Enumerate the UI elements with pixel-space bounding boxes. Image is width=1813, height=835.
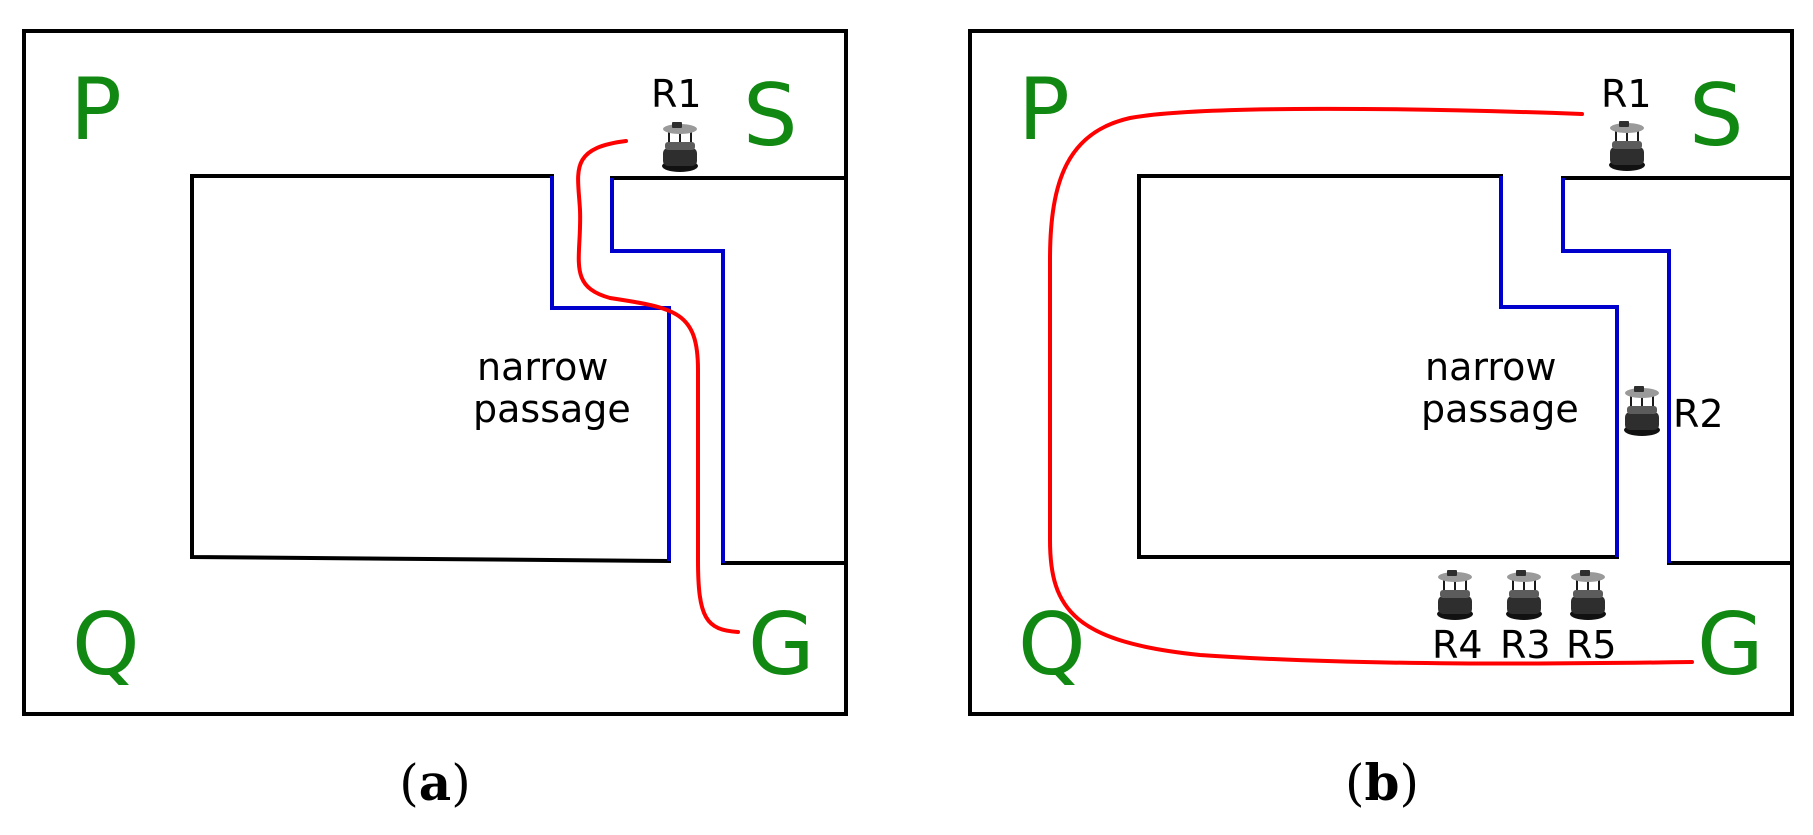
panel-b-caption-close: ) xyxy=(1399,754,1419,812)
panel-a-region-g: G xyxy=(748,595,815,695)
panel-b-caption: (b) xyxy=(1345,753,1419,812)
panel-a-region-s: S xyxy=(743,66,798,166)
panel-b-region-p: P xyxy=(1018,60,1070,160)
panel-a-passage-label-line-1: narrow xyxy=(477,345,608,389)
panel-b-passage-right-wall xyxy=(1561,178,1671,563)
panel-b-robot-r4-label: R4 xyxy=(1432,623,1483,667)
panel-a-border xyxy=(22,29,848,716)
panel-b-passage-left-wall xyxy=(1499,176,1619,557)
panel-b-region-g: G xyxy=(1697,595,1764,695)
panel-b-caption-open: ( xyxy=(1345,754,1365,812)
panel-a-right-block xyxy=(610,176,845,565)
panel-b-robot-r2-icon xyxy=(1623,385,1661,437)
panel-b-robot-r1-icon xyxy=(1608,120,1646,172)
panel-a-caption: (a) xyxy=(399,753,470,812)
panel-b-robot-r3-icon xyxy=(1505,569,1543,621)
panel-a-caption-close: ) xyxy=(451,754,471,812)
panel-b: P S Q G narrow passage R1 R2 R4 R3 R5 (b… xyxy=(968,29,1794,812)
panel-a-caption-open: ( xyxy=(399,754,419,812)
panel-a-caption-letter: a xyxy=(419,753,451,812)
panel-b-region-q: Q xyxy=(1018,595,1086,695)
panel-b-robot-r3-label: R3 xyxy=(1500,623,1551,667)
panel-b-passage-label-line-2: passage xyxy=(1421,387,1579,431)
panel-b-robot-r2-label: R2 xyxy=(1673,392,1724,436)
panel-b-robot-path xyxy=(1048,106,1694,666)
panel-b-right-block xyxy=(1561,176,1792,565)
panel-a: P S Q G narrow passage R1 (a) xyxy=(22,29,848,812)
panel-b-robot-r4-icon xyxy=(1436,569,1474,621)
panel-b-robot-r5-label: R5 xyxy=(1566,623,1617,667)
panel-a-region-p: P xyxy=(70,60,122,160)
panel-b-passage-label-line-1: narrow xyxy=(1425,345,1556,389)
panel-b-robot-r5-icon xyxy=(1569,569,1607,621)
panel-b-caption-letter: b xyxy=(1365,753,1400,812)
panel-a-robot-r1-label: R1 xyxy=(651,72,702,116)
panel-a-robot-r1-icon xyxy=(661,121,699,173)
panel-a-robot-path xyxy=(576,139,740,634)
panel-a-region-q: Q xyxy=(72,595,140,695)
panel-a-passage-right-wall xyxy=(610,178,725,563)
panel-b-border xyxy=(968,29,1794,716)
panel-a-passage-left-wall xyxy=(550,176,671,561)
panel-b-robot-r1-label: R1 xyxy=(1601,72,1652,116)
panel-a-passage-label-line-2: passage xyxy=(473,387,631,431)
panel-b-region-s: S xyxy=(1689,66,1744,166)
